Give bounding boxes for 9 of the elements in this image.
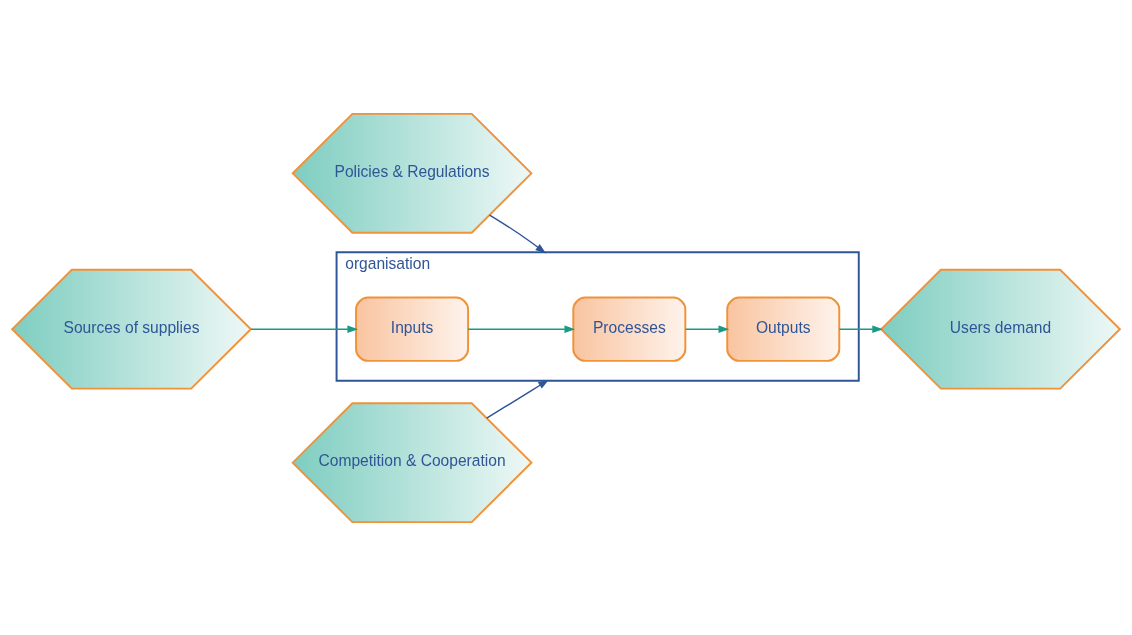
node-box: Processes [572, 296, 687, 362]
arrow [486, 379, 549, 419]
arrow [488, 213, 546, 254]
node-box: Outputs [726, 296, 841, 362]
arrow [838, 324, 883, 333]
node-box: Inputs [355, 296, 470, 362]
arrow [467, 324, 576, 333]
arrow [250, 324, 359, 333]
arrow [684, 324, 730, 333]
